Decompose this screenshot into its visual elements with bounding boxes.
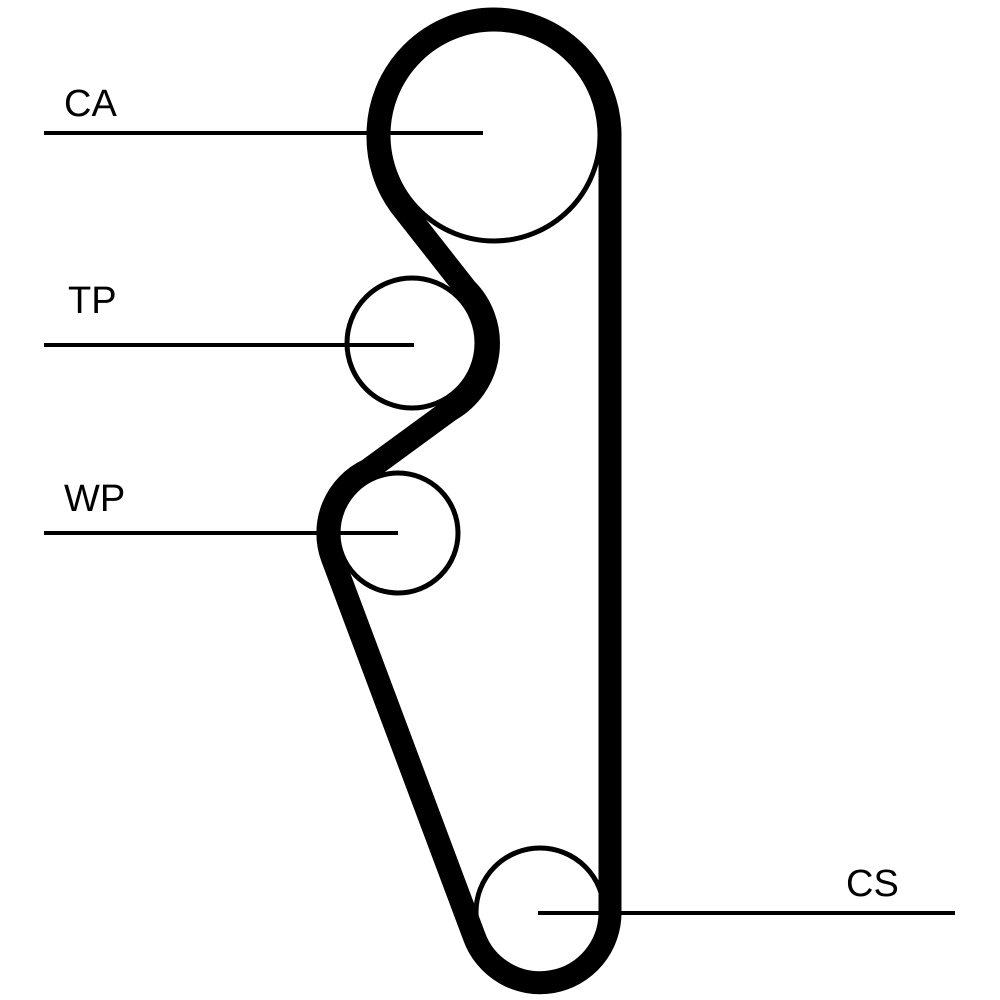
label-ca: CA xyxy=(64,83,117,125)
timing-belt xyxy=(316,7,622,995)
label-cs: CS xyxy=(846,863,899,905)
label-wp: WP xyxy=(64,478,125,520)
label-tp: TP xyxy=(68,280,117,322)
